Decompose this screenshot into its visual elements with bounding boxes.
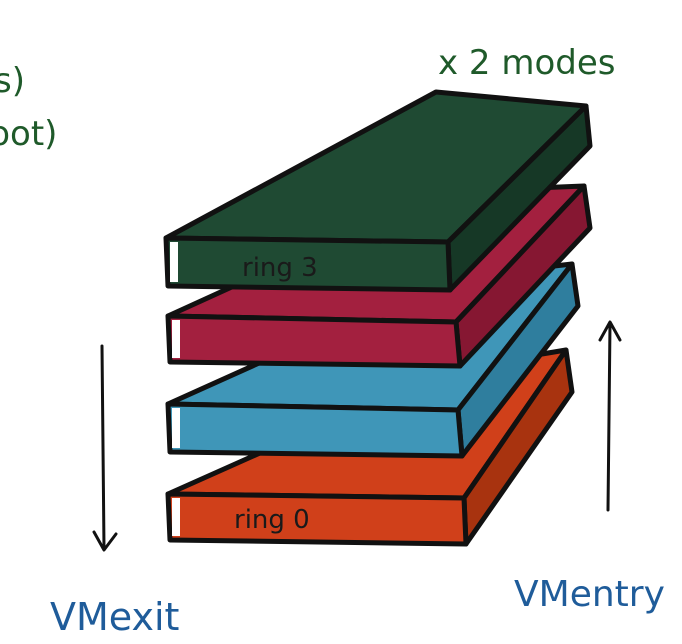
ring-0-label: ring 0 xyxy=(234,505,310,535)
ring-3-label: ring 3 xyxy=(242,253,318,283)
ring-3-layer xyxy=(163,89,593,293)
annotation-top-left-line2: root) xyxy=(0,114,57,154)
vmexit-label: VMexit xyxy=(50,595,179,639)
modes-annotation: x 2 modes xyxy=(438,43,616,83)
vmentry-label: VMentry xyxy=(514,574,665,615)
annotation-top-left-line1: s) xyxy=(0,61,25,101)
vmexit-arrow xyxy=(92,344,118,552)
vmentry-arrow xyxy=(598,320,622,512)
